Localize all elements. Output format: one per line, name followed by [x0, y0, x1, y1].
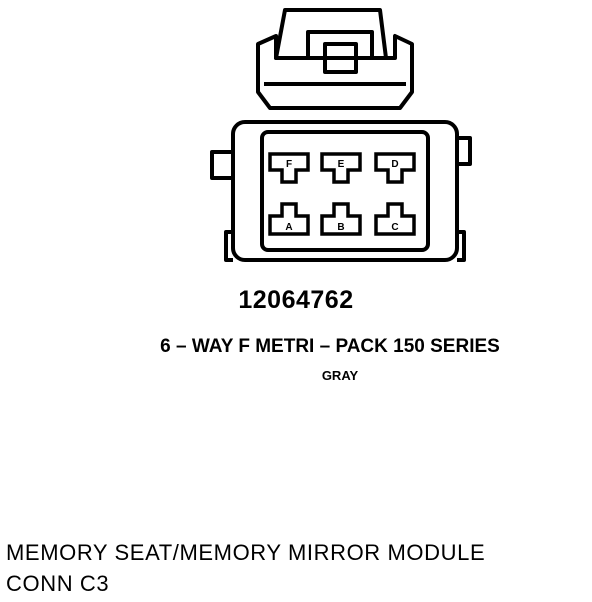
connector-description: 6 – WAY F METRI – PACK 150 SERIES	[160, 336, 500, 357]
connector-housing	[231, 120, 459, 262]
side-rails	[210, 136, 472, 262]
pin-label-c: C	[391, 222, 398, 233]
module-caption: MEMORY SEAT/MEMORY MIRROR MODULE CONN C3	[6, 537, 485, 599]
pin-label-d: D	[391, 159, 398, 170]
connector-drawing: F E D A B C	[210, 8, 472, 262]
pin-cavity-b	[320, 202, 362, 236]
pin-label-f: F	[286, 159, 292, 170]
module-name: MEMORY SEAT/MEMORY MIRROR MODULE	[6, 540, 486, 565]
pin-label-e: E	[338, 159, 345, 170]
pin-cavity-f	[268, 152, 310, 184]
locking-latch	[256, 8, 414, 110]
pin-cavity-a	[268, 202, 310, 236]
part-number: 12064762	[238, 286, 354, 314]
pin-cavity-c	[374, 202, 416, 236]
pin-cavity-d	[374, 152, 416, 184]
pin-label-a: A	[285, 222, 292, 233]
pin-cavity-e	[320, 152, 362, 184]
pin-label-b: B	[337, 222, 344, 233]
connector-color: GRAY	[321, 368, 359, 383]
connector-id: CONN C3	[6, 571, 110, 596]
